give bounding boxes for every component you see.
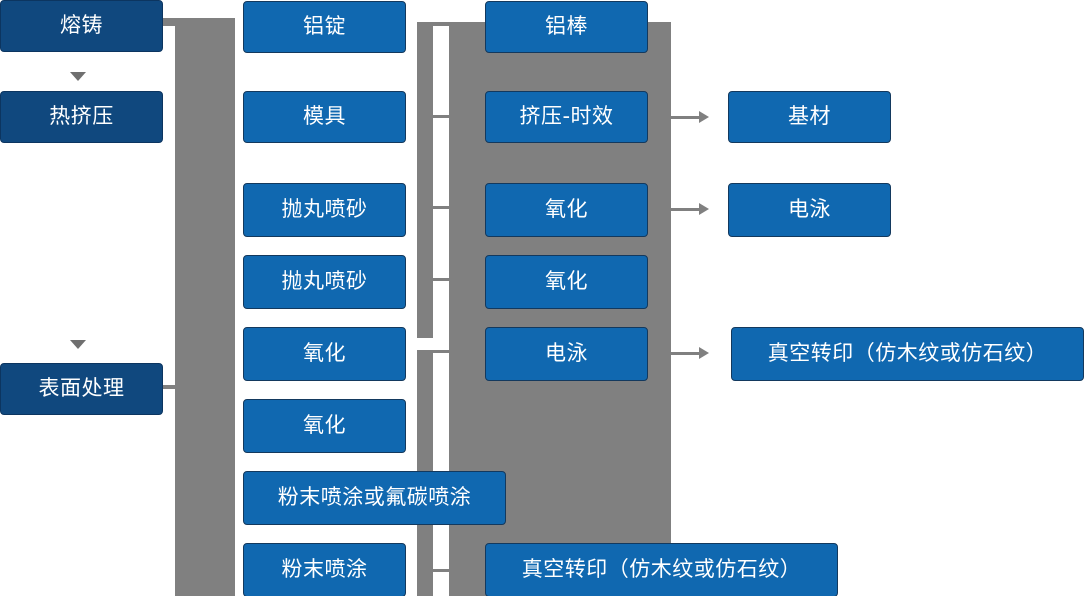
arrow-to-fenmo-fu	[216, 491, 227, 505]
node-accent-strip	[735, 181, 894, 185]
arrow-to-yanghua-1	[216, 347, 227, 361]
node-label: 粉末喷涂或氟碳喷涂	[277, 485, 472, 510]
left-bus-vertical	[175, 18, 235, 596]
node-label: 铝锭	[303, 14, 346, 39]
node-product-1[interactable]: 电泳	[728, 181, 894, 237]
mid-rail-thin-upper	[417, 22, 433, 338]
node-label: 挤压-时效	[519, 104, 614, 129]
mid-tick-0	[430, 22, 454, 26]
left-bus-stub-biaomian	[163, 385, 177, 389]
node-process-a-4[interactable]: 氧化	[243, 325, 409, 381]
node-accent-strip	[250, 325, 409, 329]
node-process-b-5[interactable]: 真空转印（仿木纹或仿石纹）	[485, 541, 841, 596]
node-label: 真空转印（仿木纹或仿石纹）	[767, 341, 1048, 366]
node-label: 真空转印（仿木纹或仿石纹）	[521, 557, 802, 582]
node-label: 铝棒	[545, 14, 588, 39]
node-label: 热挤压	[49, 104, 114, 129]
left-bus-down-arrow-2	[70, 340, 86, 349]
mid-tick-2	[430, 206, 454, 209]
arrow-line-to-dianyong	[671, 208, 699, 211]
node-process-b-4[interactable]: 电泳	[485, 325, 651, 381]
node-accent-strip	[250, 89, 409, 93]
node-process-a-7[interactable]: 粉末喷涂	[243, 541, 409, 596]
node-process-a-5[interactable]: 氧化	[243, 397, 409, 453]
node-accent-strip	[7, 361, 166, 365]
mid-tick-4	[430, 350, 454, 353]
arrow-line-to-zhenkong	[671, 352, 699, 355]
mid-tick-3	[430, 278, 454, 281]
node-label: 模具	[303, 104, 346, 129]
node-process-b-2[interactable]: 氧化	[485, 181, 651, 237]
node-accent-strip	[7, 0, 166, 2]
mid-tick-5	[430, 569, 454, 572]
node-accent-strip	[250, 397, 409, 401]
node-accent-strip	[250, 253, 409, 257]
arrow-to-yanghua-2	[216, 419, 227, 433]
node-process-b-0[interactable]: 铝棒	[485, 0, 651, 53]
left-bus-down-arrow-1	[70, 72, 86, 81]
left-bus-stub-rongzhu	[163, 18, 177, 26]
node-label: 抛丸喷砂	[281, 197, 368, 222]
node-label: 表面处理	[38, 376, 125, 401]
arrow-to-lvding	[216, 20, 227, 34]
node-accent-strip	[492, 0, 651, 3]
node-process-a-1[interactable]: 模具	[243, 89, 409, 143]
node-label: 抛丸喷砂	[281, 269, 368, 294]
node-accent-strip	[250, 0, 409, 3]
node-process-a-6[interactable]: 粉末喷涂或氟碳喷涂	[243, 469, 509, 525]
node-process-b-1[interactable]: 挤压-时效	[485, 89, 651, 143]
node-label: 粉末喷涂	[281, 557, 368, 582]
arrow-to-jicai	[699, 111, 709, 123]
node-accent-strip	[250, 181, 409, 185]
arrow-to-muju	[216, 110, 227, 124]
node-stage-0[interactable]: 熔铸	[0, 0, 166, 52]
node-label: 氧化	[545, 197, 588, 222]
arrow-to-zhenkong	[699, 347, 709, 359]
node-label: 基材	[788, 104, 831, 129]
node-accent-strip	[7, 89, 166, 93]
node-product-0[interactable]: 基材	[728, 89, 894, 143]
mid-tick-1	[430, 115, 454, 118]
node-accent-strip	[735, 89, 894, 93]
node-label: 电泳	[545, 341, 588, 366]
node-label: 氧化	[303, 413, 346, 438]
arrow-line-to-jicai	[671, 116, 699, 119]
node-label: 电泳	[788, 197, 831, 222]
node-accent-strip	[250, 541, 409, 545]
arrow-to-dianyong	[699, 203, 709, 215]
node-stage-1[interactable]: 热挤压	[0, 89, 166, 143]
node-process-a-0[interactable]: 铝锭	[243, 0, 409, 53]
node-stage-2[interactable]: 表面处理	[0, 361, 166, 415]
node-label: 氧化	[303, 341, 346, 366]
node-process-a-3[interactable]: 抛丸喷砂	[243, 253, 409, 309]
node-label: 氧化	[545, 269, 588, 294]
arrow-to-fenmo	[216, 563, 227, 577]
node-label: 熔铸	[60, 13, 103, 38]
node-product-2[interactable]: 真空转印（仿木纹或仿石纹）	[731, 325, 1084, 381]
node-accent-strip	[738, 325, 1084, 329]
arrow-to-paowan-1	[216, 203, 227, 217]
node-process-a-2[interactable]: 抛丸喷砂	[243, 181, 409, 237]
node-process-b-3[interactable]: 氧化	[485, 253, 651, 309]
arrow-to-paowan-2	[216, 275, 227, 289]
